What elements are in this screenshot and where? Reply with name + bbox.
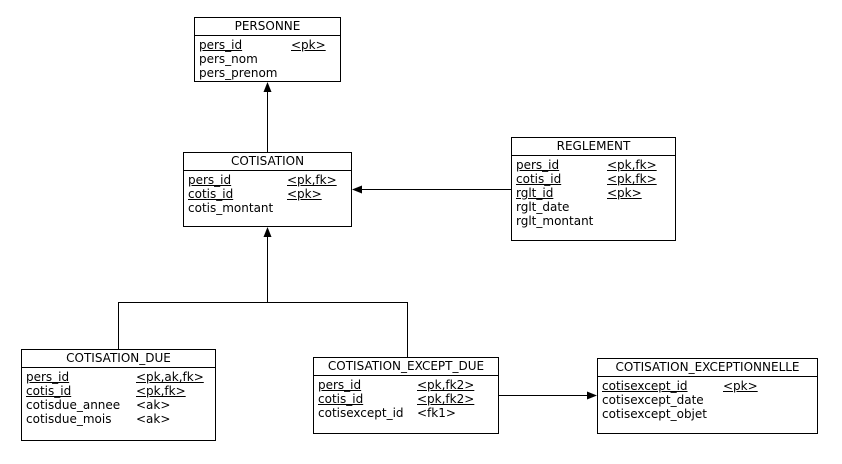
attribute-row: cotisexcept_id <fk1>: [318, 406, 494, 420]
attribute-name: cotis_id: [188, 187, 234, 201]
attribute-name: rglt_id: [516, 186, 554, 200]
entity-personne[interactable]: PERSONNE pers_id <pk> pers_nom pers_pren…: [194, 17, 341, 82]
attribute-row: pers_id <pk,ak,fk>: [26, 370, 211, 384]
entity-cotisation[interactable]: COTISATION pers_id <pk,fk> cotis_id <pk>…: [183, 152, 352, 227]
attribute-list: pers_id <pk,fk2> cotis_id <pk,fk2> cotis…: [314, 376, 498, 420]
attribute-name: rglt_date: [516, 200, 570, 214]
attribute-row: cotisexcept_date: [602, 393, 813, 407]
attribute-name: pers_id: [318, 378, 362, 392]
attribute-list: pers_id <pk> pers_nom pers_prenom: [195, 36, 340, 80]
attribute-key: <pk,fk2>: [417, 378, 475, 392]
entity-cotisation-except-due[interactable]: COTISATION_EXCEPT_DUE pers_id <pk,fk2> c…: [313, 357, 499, 434]
attribute-name: pers_id: [199, 38, 243, 52]
attribute-key: <ak>: [136, 412, 171, 426]
entity-title: COTISATION_EXCEPT_DUE: [314, 358, 498, 376]
attribute-key: <pk,fk>: [607, 158, 657, 172]
attribute-name: rglt_montant: [516, 214, 594, 228]
attribute-key: <pk>: [291, 38, 326, 52]
entity-title: COTISATION_DUE: [22, 350, 215, 368]
attribute-row: rglt_montant: [516, 214, 671, 228]
entity-title: PERSONNE: [195, 18, 340, 36]
attribute-row: cotisexcept_objet: [602, 407, 813, 421]
attribute-key: <pk,ak,fk>: [136, 370, 204, 384]
entity-cotisation-exceptionnelle[interactable]: COTISATION_EXCEPTIONNELLE cotisexcept_id…: [597, 358, 818, 434]
line-cotisation-except-due-to-cotisation: [267, 302, 408, 357]
arrowhead-cotisation-bottom: [263, 227, 272, 237]
attribute-row: cotisdue_annee <ak>: [26, 398, 211, 412]
attribute-row: cotis_id <pk,fk2>: [318, 392, 494, 406]
attribute-row: pers_id <pk,fk2>: [318, 378, 494, 392]
attribute-key: <fk1>: [417, 406, 456, 420]
attribute-row: cotisexcept_id <pk>: [602, 379, 813, 393]
attribute-name: cotis_id: [26, 384, 72, 398]
attribute-row: cotis_montant: [188, 201, 347, 215]
attribute-key: <pk,fk2>: [417, 392, 475, 406]
attribute-key: <pk>: [723, 379, 758, 393]
entity-cotisation-due[interactable]: COTISATION_DUE pers_id <pk,ak,fk> cotis_…: [21, 349, 216, 441]
attribute-name: pers_prenom: [199, 66, 278, 80]
attribute-name: cotisexcept_date: [602, 393, 704, 407]
arrowhead-personne: [263, 82, 272, 92]
attribute-row: pers_prenom: [199, 66, 336, 80]
attribute-key: <pk,fk>: [287, 173, 337, 187]
attribute-list: pers_id <pk,fk> cotis_id <pk> cotis_mont…: [184, 171, 351, 215]
attribute-row: pers_id <pk>: [199, 38, 336, 52]
attribute-row: pers_nom: [199, 52, 336, 66]
attribute-row: rglt_id <pk>: [516, 186, 671, 200]
attribute-name: cotisexcept_id: [602, 379, 688, 393]
arrowhead-exceptionnelle: [587, 391, 597, 400]
attribute-row: rglt_date: [516, 200, 671, 214]
attribute-name: pers_id: [188, 173, 232, 187]
entity-title: REGLEMENT: [512, 138, 675, 156]
attribute-list: cotisexcept_id <pk> cotisexcept_date cot…: [598, 377, 817, 421]
attribute-name: pers_id: [516, 158, 560, 172]
attribute-name: cotis_id: [318, 392, 364, 406]
attribute-key: <pk>: [607, 186, 642, 200]
attribute-name: cotisdue_mois: [26, 412, 112, 426]
attribute-row: cotis_id <pk>: [188, 187, 347, 201]
attribute-key: <pk,fk>: [607, 172, 657, 186]
arrowhead-cotisation-right: [352, 185, 362, 194]
attribute-name: cotisdue_annee: [26, 398, 121, 412]
line-cotisation-due-to-cotisation: [118, 235, 268, 349]
entity-title: COTISATION: [184, 153, 351, 171]
attribute-row: pers_id <pk,fk>: [516, 158, 671, 172]
attribute-list: pers_id <pk,fk> cotis_id <pk,fk> rglt_id…: [512, 156, 675, 228]
attribute-name: pers_id: [26, 370, 70, 384]
attribute-list: pers_id <pk,ak,fk> cotis_id <pk,fk> coti…: [22, 368, 215, 426]
attribute-row: cotis_id <pk,fk>: [516, 172, 671, 186]
attribute-name: cotisexcept_objet: [602, 407, 707, 421]
entity-reglement[interactable]: REGLEMENT pers_id <pk,fk> cotis_id <pk,f…: [511, 137, 676, 241]
attribute-name: cotisexcept_id: [318, 406, 404, 420]
attribute-key: <pk>: [287, 187, 322, 201]
attribute-name: cotis_montant: [188, 201, 274, 215]
attribute-row: cotis_id <pk,fk>: [26, 384, 211, 398]
attribute-row: cotisdue_mois <ak>: [26, 412, 211, 426]
attribute-name: pers_nom: [199, 52, 258, 66]
attribute-name: cotis_id: [516, 172, 562, 186]
attribute-key: <pk,fk>: [136, 384, 186, 398]
attribute-key: <ak>: [136, 398, 171, 412]
attribute-row: pers_id <pk,fk>: [188, 173, 347, 187]
entity-title: COTISATION_EXCEPTIONNELLE: [598, 359, 817, 377]
